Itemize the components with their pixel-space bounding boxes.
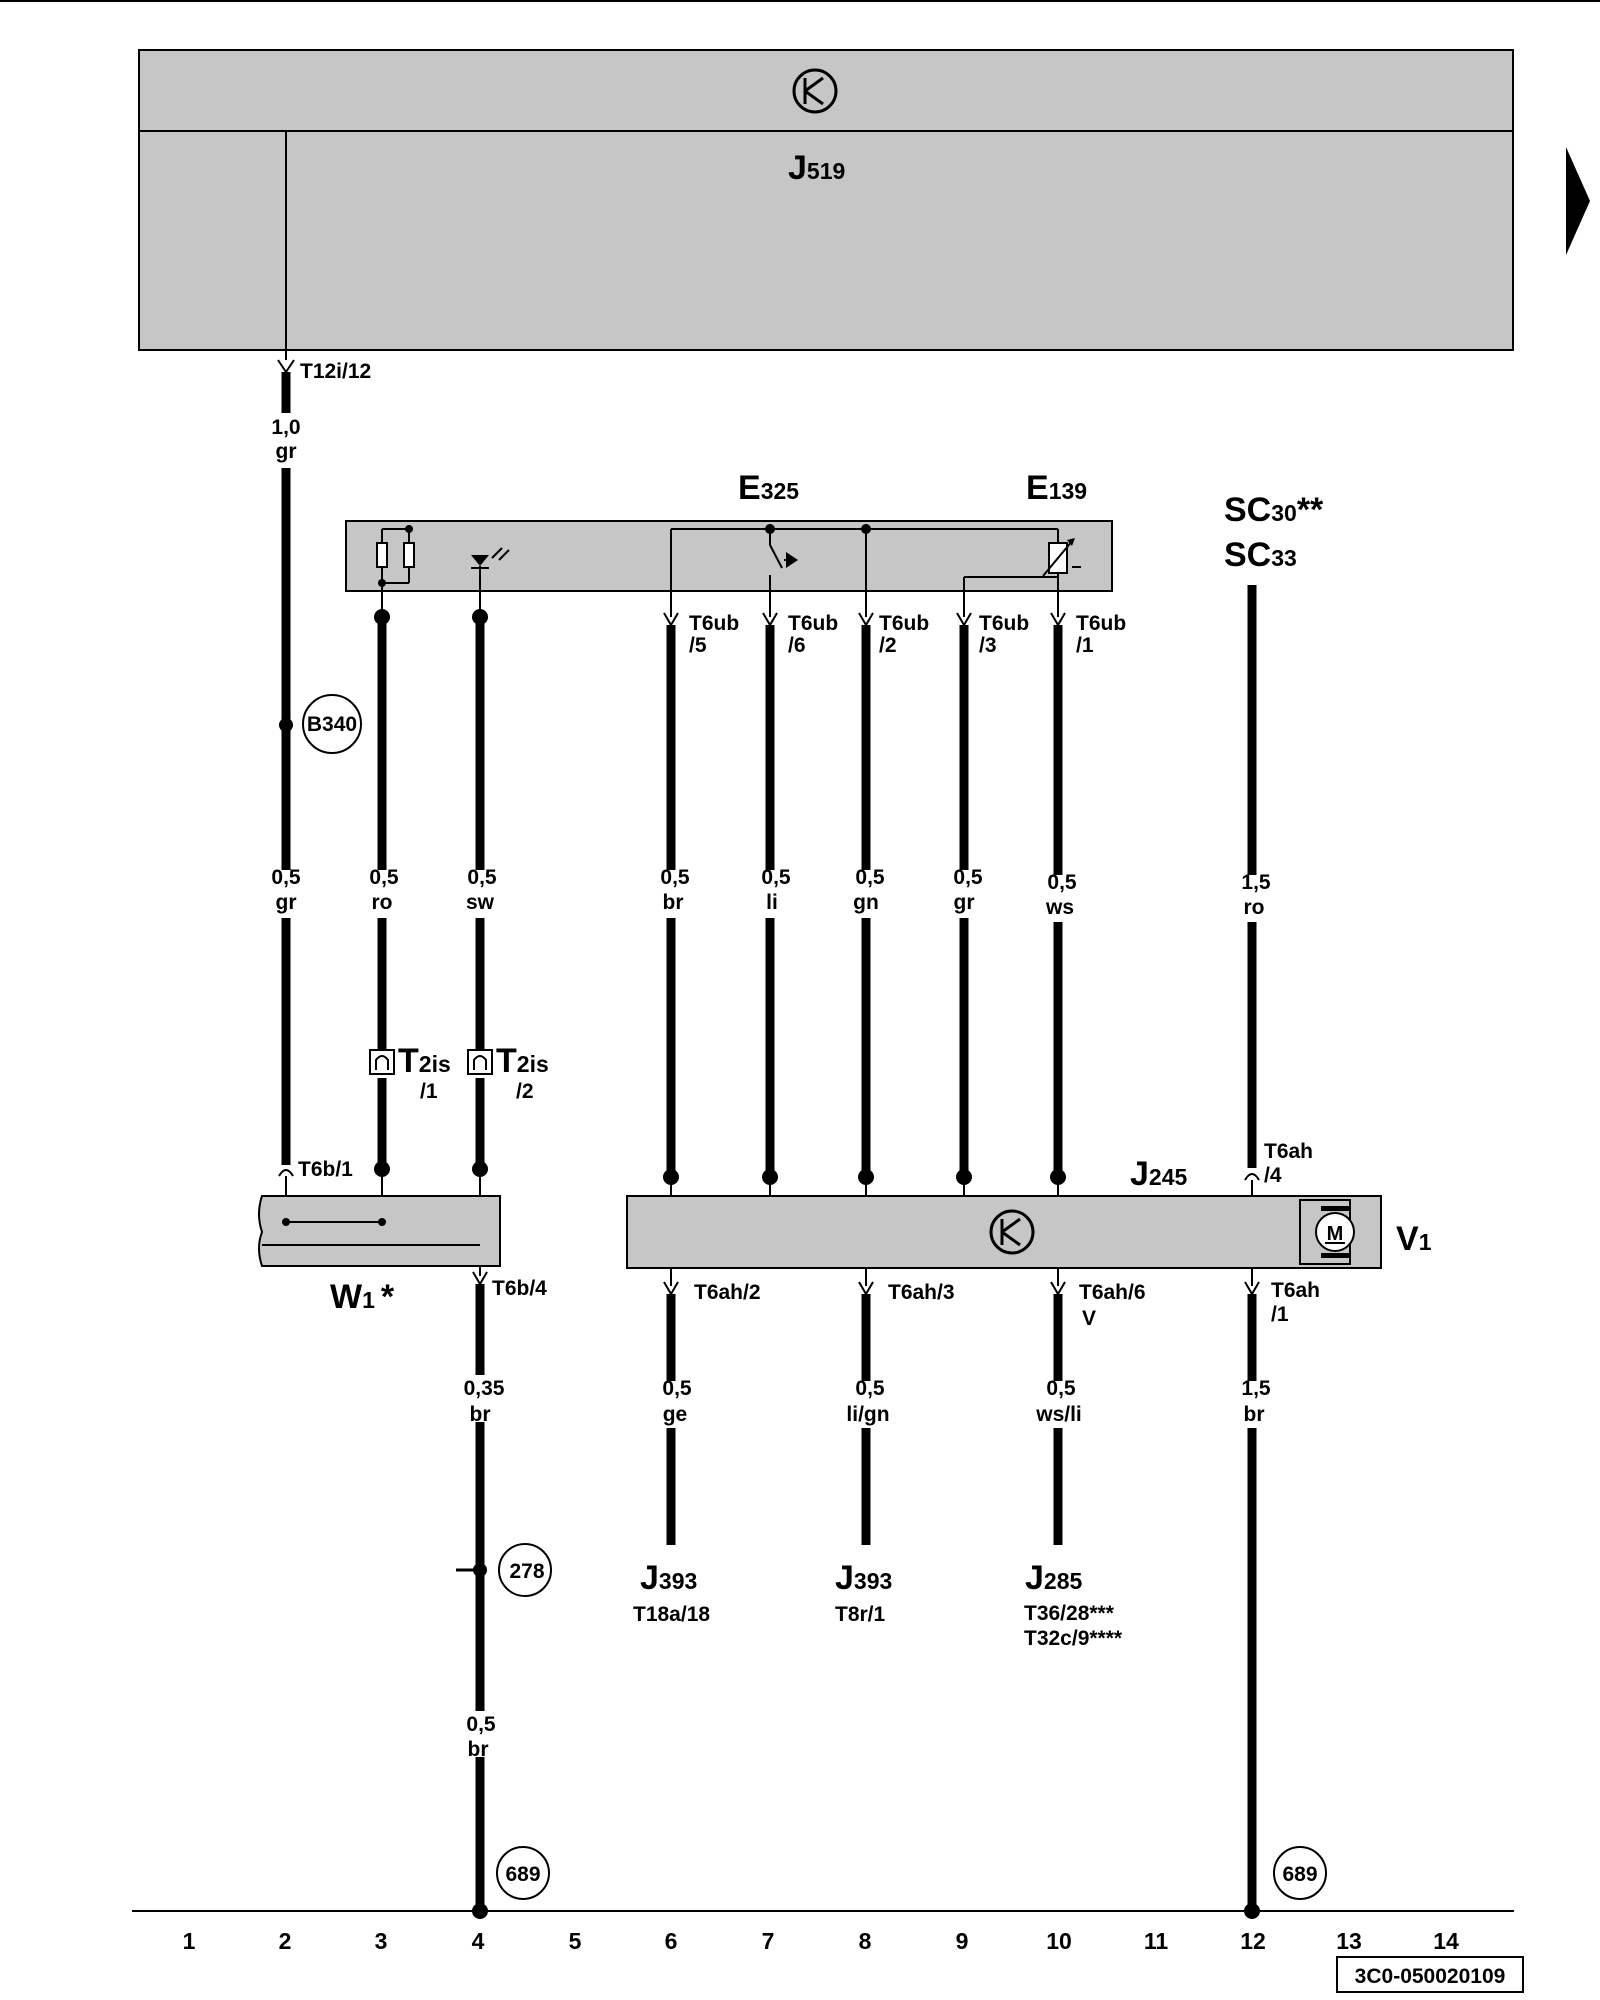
svg-text:B340: B340 [307,713,357,736]
j245-label: J245 [1130,1155,1188,1193]
resistor-icon [376,542,388,568]
wire-column-7 [762,600,778,1196]
e139-label: E139 [1026,469,1087,507]
connector-t12i-12: T12i/12 [300,360,371,383]
plug-connector-icon [467,1049,493,1075]
column-number: 13 [1336,1928,1362,1954]
column-number: 10 [1046,1928,1072,1954]
connector-t6ah-4: T6ah/4 [1264,1140,1313,1187]
wire-column-6 [663,600,679,1545]
column-number: 14 [1433,1928,1459,1954]
wire-column-10 [1050,600,1066,1545]
svg-text:689: 689 [1282,1863,1317,1886]
j519-control-unit: J519 [138,49,1514,351]
electronic-symbol-icon [792,68,838,114]
ref-b340: B340 [302,694,362,754]
ref-689-left: 689 [496,1846,550,1900]
w1-component [258,1195,501,1267]
diagram-id-box: 3C0-050020109 [1336,1956,1524,1993]
wire-column-2 [277,131,295,1222]
sc33-label: SC33 [1224,536,1297,574]
v1-label: V1 [1396,1220,1432,1258]
w1-label: W1* [330,1278,395,1316]
connector-t2is-1: T2is/1 [398,1042,451,1103]
wire-column-8 [858,600,874,1545]
connector-t6b-1: T6b/1 [298,1158,353,1181]
connector-t6ub-2: T6ub/2 [879,612,929,657]
column-number: 3 [375,1928,388,1954]
wire-column-4 [456,609,493,1919]
svg-text:689: 689 [505,1863,540,1886]
e325-e139-switch-block [345,520,1113,615]
connector-t6ub-5: T6ub/5 [689,612,739,657]
e325-label: E325 [738,469,799,507]
led-icon [471,547,510,615]
wire-column-3 [369,609,395,1222]
wire-column-12 [1244,585,1260,1919]
electronic-symbol-icon [989,1209,1035,1255]
connector-t6b-4: T6b/4 [492,1277,547,1300]
ref-689-right: 689 [1273,1846,1327,1900]
column-number: 1 [183,1928,196,1954]
svg-text:M: M [1327,1223,1344,1245]
column-number: 9 [956,1928,969,1954]
connector-t2is-2: T2is/2 [496,1042,549,1103]
column-numbers: 1 2 3 4 5 6 7 8 9 10 11 12 13 14 [183,1928,1459,1954]
connector-t6ub-3: T6ub/3 [979,612,1029,657]
resistor-icon [403,542,415,568]
motor-icon: M [1299,1199,1355,1265]
svg-text:278: 278 [509,1560,544,1583]
column-number: 8 [859,1928,872,1954]
connector-t6ub-6: T6ub/6 [788,612,838,657]
connector-t6ah-3: T6ah/3 [888,1281,955,1304]
column-number: 12 [1240,1928,1266,1954]
connector-t6ub-1: T6ub/1 [1076,612,1126,657]
plug-connector-icon [369,1049,395,1075]
continuation-arrow-icon [1566,147,1590,255]
connector-t6ah-1: T6ah/1 [1271,1279,1320,1326]
column-number: 11 [1144,1928,1169,1954]
column-number: 5 [569,1928,582,1954]
column-number: 7 [762,1928,775,1954]
column-number: 6 [665,1928,678,1954]
connector-t6ah-2: T6ah/2 [694,1281,761,1304]
sc30-label: SC30** [1224,491,1324,529]
j245-control-unit: M [626,1195,1382,1269]
svg-text:3C0-050020109: 3C0-050020109 [1355,1965,1506,1988]
column-number: 4 [472,1928,485,1954]
wire-column-9 [956,600,972,1196]
ref-278: 278 [498,1543,552,1597]
column-number: 2 [279,1928,292,1954]
j519-label: J519 [788,149,845,187]
